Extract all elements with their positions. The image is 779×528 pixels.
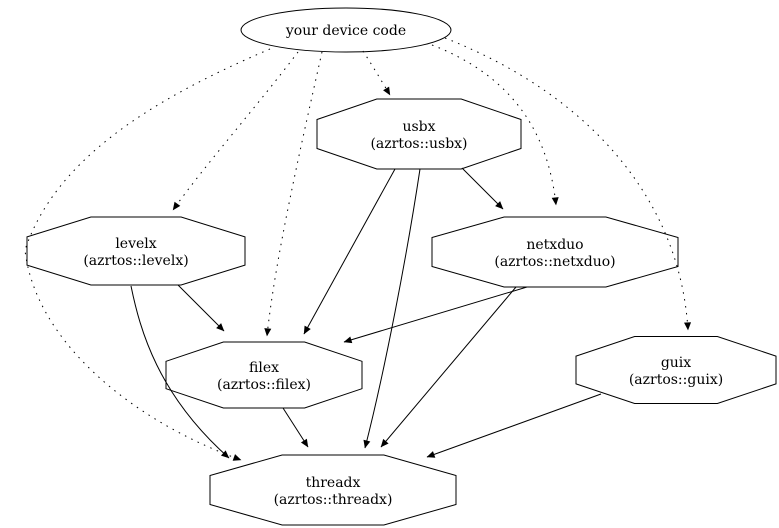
edge-device-to-guix [444, 37, 692, 331]
node-label-threadx-line2: (azrtos::threadx) [274, 492, 393, 508]
edge-filex-to-threadx [282, 407, 309, 448]
node-label-device-line1: your device code [285, 23, 406, 39]
node-shape-octagon [209, 454, 457, 526]
edge-netxduo-to-threadx [380, 286, 517, 448]
node-device: your device code [240, 7, 452, 53]
node-shape-octagon [316, 98, 522, 170]
edge-usbx-to-netxduo [461, 167, 504, 210]
node-usbx: usbx(azrtos::usbx) [316, 98, 522, 170]
node-threadx: threadx(azrtos::threadx) [209, 454, 457, 526]
node-label-filex-line2: (azrtos::filex) [217, 377, 311, 393]
edge-netxduo-to-filex [343, 286, 528, 344]
node-label-threadx-line1: threadx [306, 475, 361, 491]
edge-device-to-usbx [362, 50, 391, 96]
node-label-levelx-line2: (azrtos::levelx) [83, 253, 188, 269]
edge-device-to-filex [264, 51, 323, 337]
edge-device-to-netxduo [431, 44, 559, 206]
edge-usbx-to-filex [303, 168, 396, 335]
node-label-guix-line2: (azrtos::guix) [629, 372, 723, 388]
node-shape-ellipse [240, 7, 452, 53]
node-levelx: levelx(azrtos::levelx) [26, 216, 246, 286]
node-shape-octagon [165, 341, 363, 409]
node-shape-octagon [26, 216, 246, 286]
edges-layer [24, 37, 692, 461]
edge-levelx-to-threadx [130, 285, 230, 459]
edge-guix-to-threadx [426, 393, 602, 458]
node-label-levelx-line1: levelx [115, 236, 156, 252]
edge-levelx-to-filex [177, 284, 225, 332]
node-label-guix-line1: guix [661, 355, 691, 371]
node-label-usbx-line2: (azrtos::usbx) [370, 136, 467, 152]
nodes-layer: your device codeusbx(azrtos::usbx)levelx… [26, 7, 777, 526]
edge-device-to-levelx [172, 51, 299, 211]
node-netxduo: netxduo(azrtos::netxduo) [431, 216, 679, 288]
node-label-usbx-line1: usbx [402, 119, 435, 135]
node-filex: filex(azrtos::filex) [165, 341, 363, 409]
node-guix: guix(azrtos::guix) [575, 336, 777, 404]
node-shape-octagon [575, 336, 777, 404]
node-shape-octagon [431, 216, 679, 288]
edge-device-to-threadx [24, 48, 271, 461]
node-label-netxduo-line1: netxduo [526, 237, 583, 253]
edge-usbx-to-threadx [363, 168, 421, 449]
node-label-filex-line1: filex [249, 360, 279, 376]
node-label-netxduo-line2: (azrtos::netxduo) [494, 254, 615, 270]
